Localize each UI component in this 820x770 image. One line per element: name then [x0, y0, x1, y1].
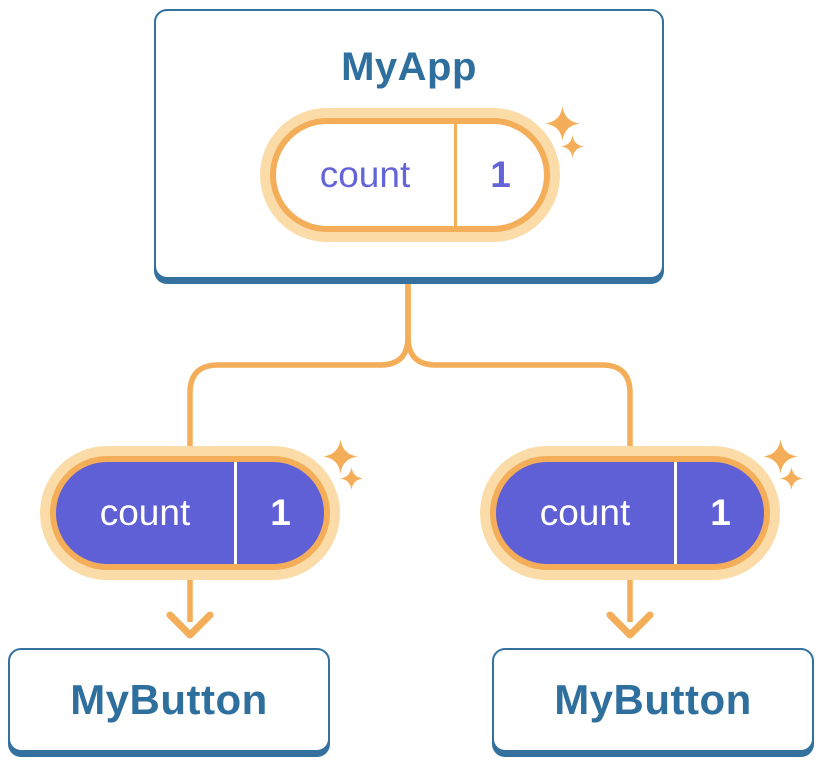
state-value: 1 — [234, 462, 324, 564]
state-name-label: count — [539, 492, 631, 533]
component-title-mybutton: MyButton — [70, 676, 268, 723]
sparkle-large-icon — [323, 439, 358, 474]
component-card-mybutton-right: MyButton — [492, 648, 814, 752]
sparkle-small-icon — [780, 467, 803, 490]
sparkle-small-icon — [561, 135, 584, 158]
state-name-label: count — [99, 492, 191, 533]
down-arrow-right-icon — [606, 611, 654, 639]
connector-right-branch — [405, 282, 633, 622]
state-pill-mybutton-left: count 1 — [50, 456, 330, 570]
state-pill-myapp: count 1 — [270, 118, 550, 232]
state-pill-mybutton-right: count 1 — [490, 456, 770, 570]
state-name-label: count — [319, 154, 411, 195]
sparkle-large-icon — [763, 439, 798, 474]
sparkle-large-icon — [545, 106, 580, 141]
component-title-myapp: MyApp — [341, 45, 477, 89]
sparkle-small-icon — [340, 467, 363, 490]
state-value: 1 — [454, 124, 544, 226]
connector-left-branch — [187, 282, 411, 622]
component-title-mybutton: MyButton — [554, 676, 752, 723]
state-value: 1 — [674, 462, 764, 564]
down-arrow-left-icon — [166, 611, 214, 639]
component-card-mybutton-left: MyButton — [8, 648, 330, 752]
